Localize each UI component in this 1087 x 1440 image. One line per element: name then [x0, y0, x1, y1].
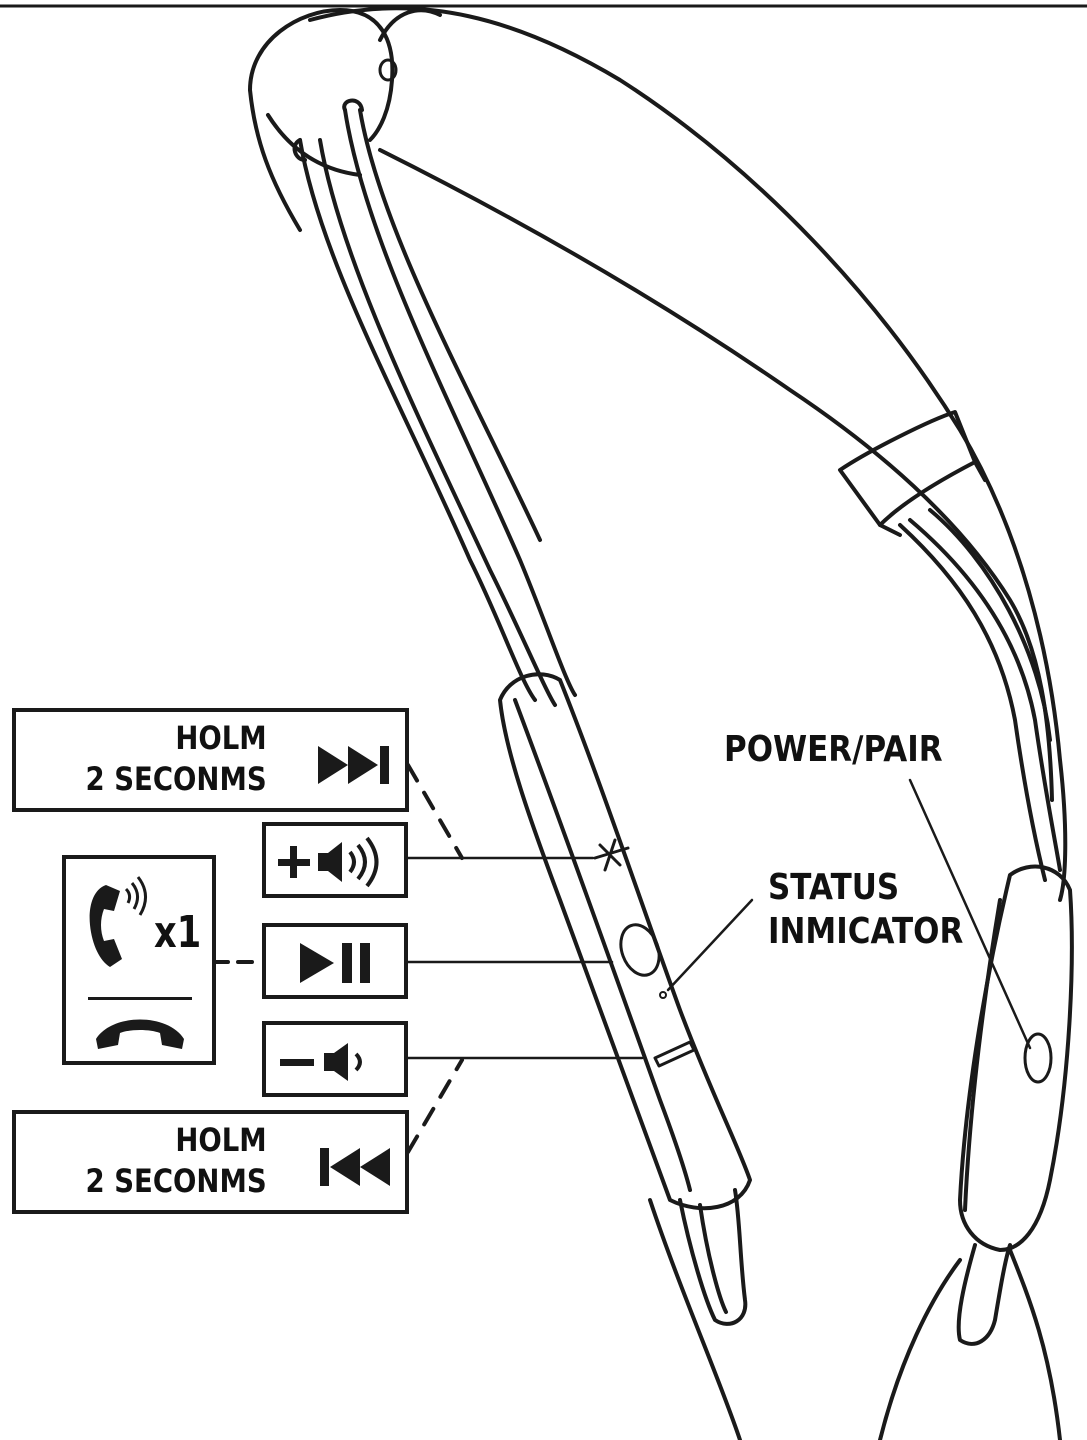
- neckband-outer: [308, 6, 1068, 902]
- next-track-icon: [318, 746, 389, 784]
- right-pod: [958, 864, 1074, 1252]
- volume-down-box: [262, 1021, 408, 1097]
- volume-up-box: [262, 822, 408, 898]
- neckband-inner: [378, 148, 1054, 802]
- hold-forward-text: HOLM 2 SECONMS: [86, 718, 267, 800]
- end-call-icon: [96, 1019, 184, 1049]
- hold-forward-box: HOLM 2 SECONMS: [12, 708, 409, 812]
- dash-back: [406, 1058, 464, 1154]
- cable-right-1: [898, 523, 1047, 882]
- hold-back-box: HOLM 2 SECONMS: [12, 1110, 409, 1214]
- cable-left-2: [318, 138, 557, 707]
- band-collar: [838, 410, 977, 527]
- call-count: x1: [154, 907, 202, 958]
- leader-status: [666, 898, 754, 992]
- hold-back-line2: 2 SECONMS: [85, 1162, 267, 1200]
- volume-down-icon: [280, 1043, 362, 1081]
- hold-back-line1: HOLM: [175, 1121, 267, 1159]
- status-led: [659, 991, 667, 999]
- hold-back-text: HOLM 2 SECONMS: [86, 1120, 267, 1202]
- cable-left-4: [358, 108, 542, 542]
- power-button: [1023, 1032, 1053, 1084]
- leader-power: [908, 778, 1032, 1050]
- incoming-call-icon: [89, 876, 147, 967]
- call-divider: [88, 997, 192, 1000]
- status-label-line1: STATUS: [768, 867, 900, 908]
- volume-up-icon: [278, 836, 379, 888]
- status-label-line2: INMICATOR: [768, 911, 964, 952]
- play-pause-box: [262, 923, 408, 999]
- cap: [248, 8, 395, 142]
- power-pair-label: POWER/PAIR: [724, 729, 943, 770]
- play-button: [619, 923, 661, 977]
- cable-right-2: [908, 518, 1062, 872]
- hold-forward-line2: 2 SECONMS: [85, 760, 267, 798]
- dash-forward: [406, 763, 464, 860]
- play-pause-icon: [300, 943, 370, 983]
- previous-track-icon: [320, 1148, 390, 1186]
- hold-forward-line1: HOLM: [175, 719, 267, 757]
- earbud-cable-right: [956, 1243, 1012, 1346]
- minus-button: [653, 1040, 696, 1068]
- cable-left-3: [343, 108, 577, 697]
- earbud-cable-left: [678, 1188, 748, 1326]
- left-pod: [498, 672, 752, 1211]
- cable-left-1: [298, 138, 537, 702]
- plus-button: [593, 838, 630, 872]
- status-indicator-label: STATUS INMICATOR: [768, 866, 963, 954]
- call-box: x1: [62, 855, 216, 1065]
